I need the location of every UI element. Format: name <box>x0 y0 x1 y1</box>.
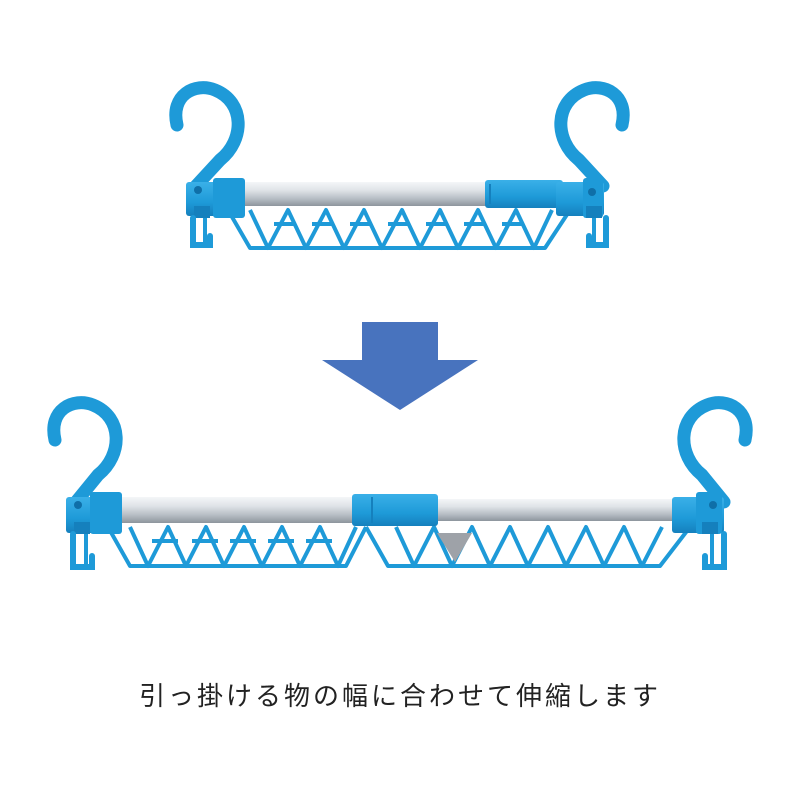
right-hook-icon <box>677 396 753 509</box>
rod-left <box>118 497 364 523</box>
lattice-frame-left <box>106 525 368 568</box>
left-end-cap <box>66 492 122 570</box>
right-end-cap <box>672 492 727 570</box>
rod-sleeve <box>485 180 563 208</box>
lattice-frame <box>226 208 572 250</box>
right-hook-icon <box>554 81 630 193</box>
rod-right <box>430 499 680 521</box>
arrow-down-icon <box>322 322 478 410</box>
lattice-frame-right <box>364 525 692 568</box>
rod <box>240 182 490 206</box>
left-hook-icon <box>47 396 123 509</box>
gray-triangle <box>437 533 472 562</box>
left-end-cap <box>186 178 245 248</box>
center-sleeve <box>352 494 438 526</box>
right-end-cap <box>556 178 609 248</box>
caption-text: 引っ掛ける物の幅に合わせて伸縮します <box>138 682 661 712</box>
hanger-collapsed <box>169 81 630 250</box>
left-hook-icon <box>169 81 245 193</box>
hanger-extended <box>47 396 753 570</box>
